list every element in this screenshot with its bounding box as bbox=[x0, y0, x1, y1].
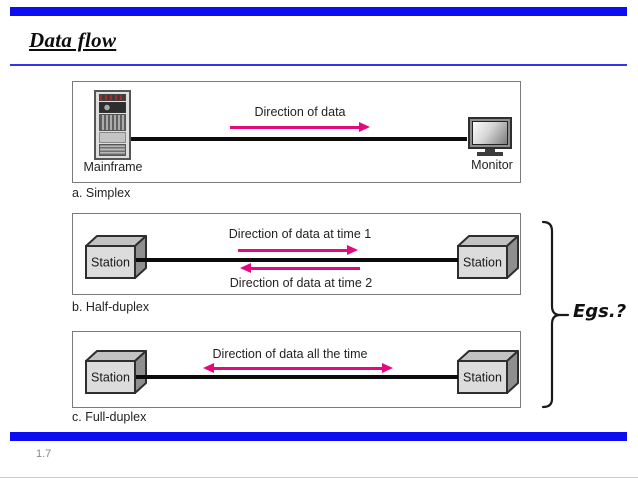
mainframe-panel bbox=[99, 132, 126, 143]
arrow-right-icon bbox=[230, 122, 370, 133]
mainframe-label: Mainframe bbox=[83, 160, 143, 174]
caption-simplex: a. Simplex bbox=[72, 186, 131, 200]
flow-label-time1: Direction of data at time 1 bbox=[228, 227, 372, 241]
monitor-neck bbox=[485, 149, 495, 152]
mainframe-lights bbox=[99, 94, 126, 101]
mainframe-icon bbox=[94, 90, 131, 160]
station-icon: Station bbox=[457, 350, 519, 394]
arrow-right-icon bbox=[238, 245, 358, 256]
monitor-base bbox=[477, 152, 503, 156]
monitor-frame bbox=[468, 117, 512, 149]
annotation-egs: Egs.? bbox=[573, 301, 627, 322]
station-label: Station bbox=[91, 256, 130, 270]
title-rule bbox=[10, 64, 627, 66]
flow-label-all-time: Direction of data all the time bbox=[212, 347, 368, 361]
bottom-accent-bar bbox=[10, 432, 627, 441]
station-label: Station bbox=[463, 256, 502, 270]
arrow-left-icon bbox=[240, 263, 360, 274]
mainframe-vents bbox=[99, 114, 126, 131]
station-label: Station bbox=[463, 371, 502, 385]
caption-full-duplex: c. Full-duplex bbox=[72, 410, 147, 424]
station-label: Station bbox=[91, 371, 130, 385]
top-accent-bar bbox=[10, 7, 627, 16]
mainframe-tape-reels bbox=[99, 102, 126, 113]
flow-label-time2: Direction of data at time 2 bbox=[229, 276, 373, 290]
caption-half-duplex: b. Half-duplex bbox=[72, 300, 150, 314]
link-line-full-duplex bbox=[136, 375, 458, 379]
monitor-icon bbox=[468, 117, 512, 156]
flow-label-simplex: Direction of data bbox=[254, 105, 346, 119]
monitor-screen bbox=[472, 121, 508, 145]
monitor-label: Monitor bbox=[471, 158, 513, 172]
curly-brace-icon bbox=[541, 220, 570, 409]
diagram-box-simplex bbox=[72, 81, 521, 183]
link-line-half-duplex bbox=[136, 258, 458, 262]
page-number: 1.7 bbox=[36, 448, 52, 460]
station-icon: Station bbox=[457, 235, 519, 279]
slide-title: Data flow bbox=[29, 28, 117, 52]
arrow-double-icon bbox=[203, 363, 393, 374]
station-icon: Station bbox=[85, 350, 147, 394]
mainframe-slots bbox=[99, 144, 126, 156]
link-line-simplex bbox=[131, 137, 467, 141]
station-icon: Station bbox=[85, 235, 147, 279]
